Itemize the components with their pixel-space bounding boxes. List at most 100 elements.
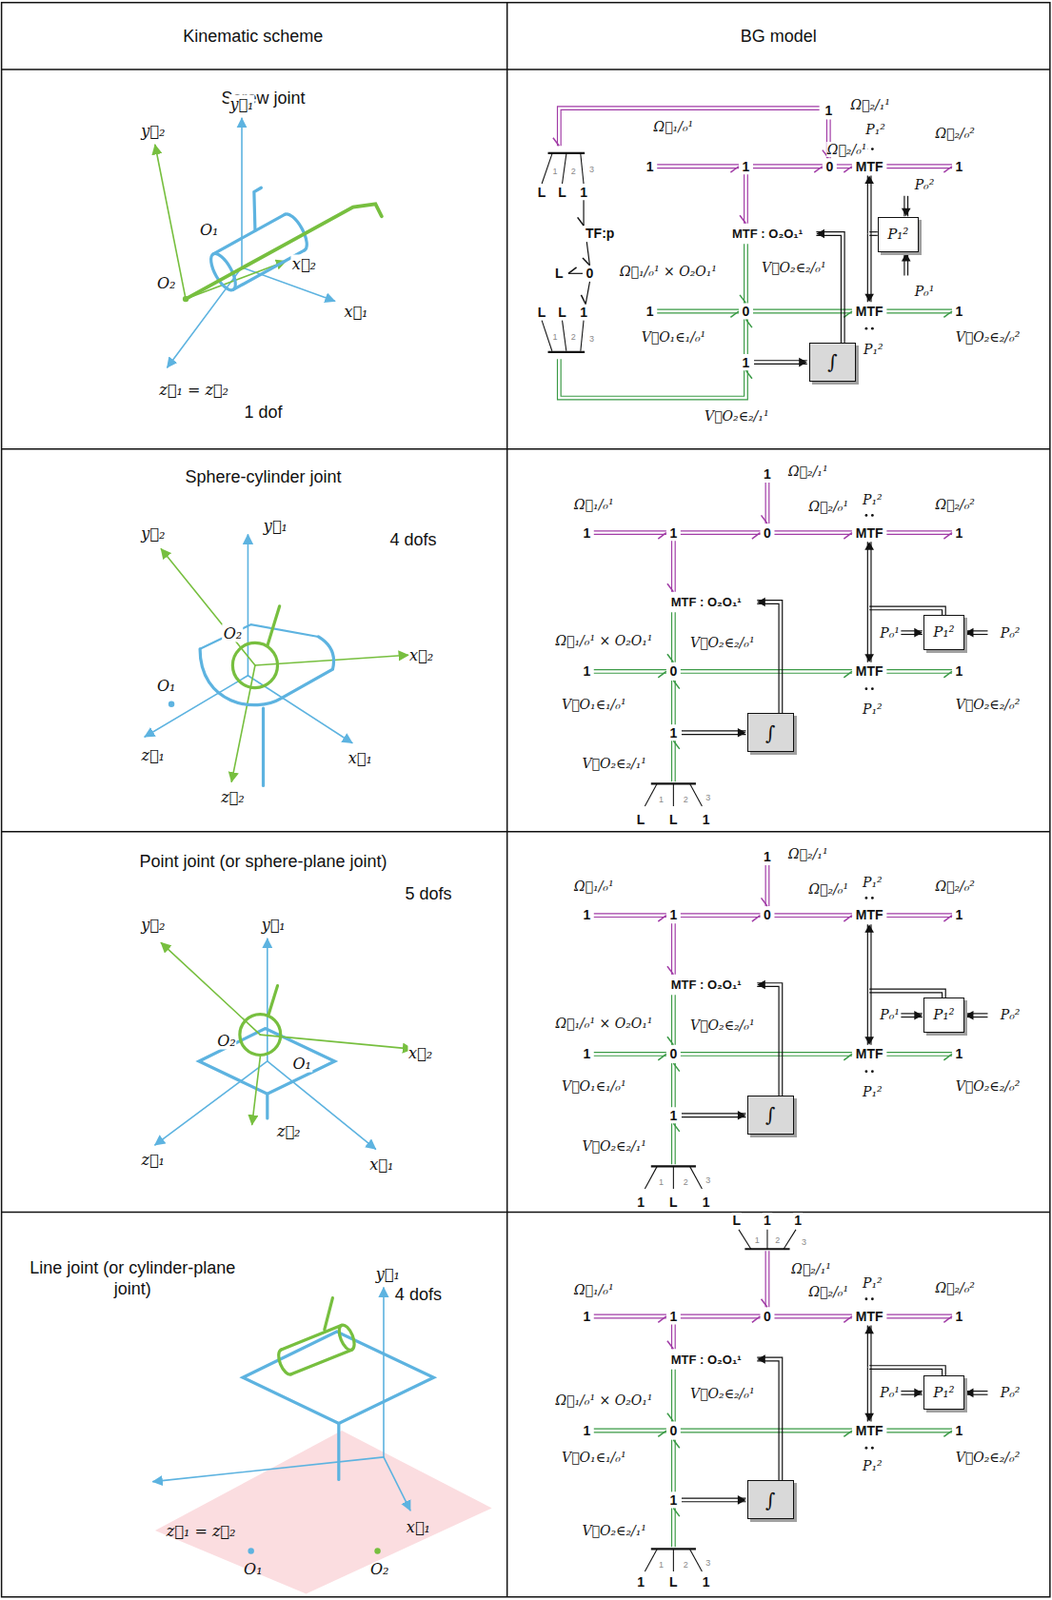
junction-bar [690, 1548, 703, 1572]
junction-symbol: 0 [762, 525, 773, 541]
junction-symbol: 0 [668, 1423, 678, 1439]
axis-label: x⃗₁ [405, 1518, 432, 1537]
junction-symbol: 1 [823, 102, 834, 119]
bond-half-arrow [739, 215, 746, 224]
bond-half-arrow [657, 533, 667, 539]
variable-label: P₀¹ [878, 1385, 901, 1401]
bond-line [585, 281, 590, 305]
modulation-dot [871, 1070, 874, 1073]
variable-label: V⃗O₁∈₁/₀¹ [560, 1449, 628, 1466]
modulation-dot [865, 687, 869, 691]
table-cell: Line joint (or cylinder-plane joint)4 do… [1, 1211, 508, 1597]
bond-half-arrow [813, 166, 823, 173]
bond-line [886, 1429, 953, 1430]
variable-label: Ω⃗₁/₀¹ [573, 496, 616, 513]
bond-half-arrow [667, 1036, 674, 1046]
port-number: 1 [754, 1235, 761, 1246]
bond-half-arrow [943, 166, 953, 173]
bond-line [774, 916, 852, 918]
variable-label: V⃗O₁∈₁/₀¹ [560, 696, 628, 713]
bond-half-arrow [580, 295, 586, 305]
junction-symbol: TF:p [584, 225, 616, 241]
bond-half-arrow [667, 1413, 674, 1423]
signal-arrowhead [756, 1354, 766, 1365]
bond-line [560, 358, 744, 397]
modulation-dot [865, 1070, 869, 1073]
drawing-part [324, 1298, 334, 1330]
variable-label: Ω⃗₁/₀¹ × O₂O₁¹ [618, 263, 718, 279]
junction-symbol: L [536, 304, 548, 320]
bond-line [870, 541, 872, 609]
table-cell: Sphere-cylinder joint4 dofs [1, 449, 508, 833]
bond-half-arrow [943, 311, 953, 318]
signal-arrowhead [737, 728, 747, 738]
drawing-part [1, 1211, 1051, 1214]
variable-label: Ω⃗₁/₀¹ [573, 878, 616, 894]
junction-symbol: 1 [954, 907, 965, 923]
junction-symbol: MTF [854, 907, 885, 923]
variable-label: P₀² [999, 1007, 1022, 1023]
bond-half-arrow [657, 1316, 667, 1323]
variable-label: V⃗O₂∈₂/₀² [954, 1078, 1022, 1094]
port-number: 3 [704, 1175, 712, 1186]
bond-line [594, 530, 667, 532]
bond-line [870, 175, 872, 234]
junction-symbol: 1 [668, 1492, 678, 1509]
junction-symbol: 1 [762, 1212, 773, 1229]
bond-line [568, 273, 583, 275]
table-cell: Kinematic scheme [1, 2, 508, 70]
junction-symbol: MTF [854, 158, 885, 175]
junction-symbol: 1 [954, 1046, 965, 1062]
bond-line [680, 916, 761, 918]
drawing-part [153, 1457, 384, 1483]
junction-symbol: 1 [581, 1423, 592, 1439]
dof-count: 4 dofs [389, 530, 437, 552]
bond-line [768, 865, 770, 907]
bond-line [681, 1112, 747, 1114]
variable-label: Ω⃗₂/₁¹ [790, 1261, 833, 1277]
bond-line [867, 175, 869, 234]
column-header: BG model [740, 26, 817, 48]
bond-line [886, 673, 953, 675]
modulation-dot [871, 327, 874, 331]
bond-line [886, 167, 953, 169]
junction-symbol: 1 [762, 849, 773, 865]
bond-line [680, 673, 853, 675]
junction-symbol: MTF [854, 1423, 885, 1439]
bond-line [594, 1317, 667, 1319]
bond-line [756, 986, 779, 1096]
bond-line [867, 234, 869, 303]
variable-label: Ω⃗₁/₀¹ × O₂O₁¹ [555, 1392, 655, 1409]
signal-arrowhead [864, 175, 874, 184]
bond-half-arrow [730, 166, 739, 173]
bond-half-arrow [673, 1508, 679, 1518]
signal-arrowhead [864, 541, 874, 551]
axis-label: O₁ [242, 1560, 264, 1579]
junction-symbol: 1 [954, 663, 965, 679]
box-label: ∫ [765, 721, 775, 745]
table-cell: Screw joint1 dof [1, 69, 508, 450]
junction-symbol: 1 [668, 525, 678, 541]
box-label: ∫ [765, 1488, 775, 1512]
bond-line [756, 1361, 779, 1482]
junction-bar [690, 1166, 703, 1190]
signal-arrowhead [913, 1011, 923, 1021]
junction-symbol: 0 [668, 663, 678, 679]
junction-symbol: 0 [585, 265, 596, 281]
bond-line [753, 163, 823, 165]
bond-line [680, 1431, 853, 1433]
bond-half-arrow [761, 515, 768, 524]
variable-label: Ω⃗₁/₀¹ × O₂O₁¹ [555, 1015, 655, 1032]
variable-label: P₀¹ [913, 283, 936, 299]
variable-label: Ω⃗₂/₀¹ [808, 498, 851, 515]
drawing-part [1, 68, 1051, 71]
drawing-part [382, 1288, 385, 1458]
axis-label: x⃗₂ [291, 254, 318, 273]
axis-label: x⃗₁ [342, 301, 369, 320]
junction-symbol: 1 [635, 1194, 646, 1211]
variable-label: V⃗O₂∈₂/₀¹ [689, 635, 756, 651]
bond-line [671, 923, 673, 975]
bond-line [886, 1317, 953, 1319]
junction-symbol: 0 [668, 1046, 678, 1062]
bond-line [674, 1440, 676, 1493]
